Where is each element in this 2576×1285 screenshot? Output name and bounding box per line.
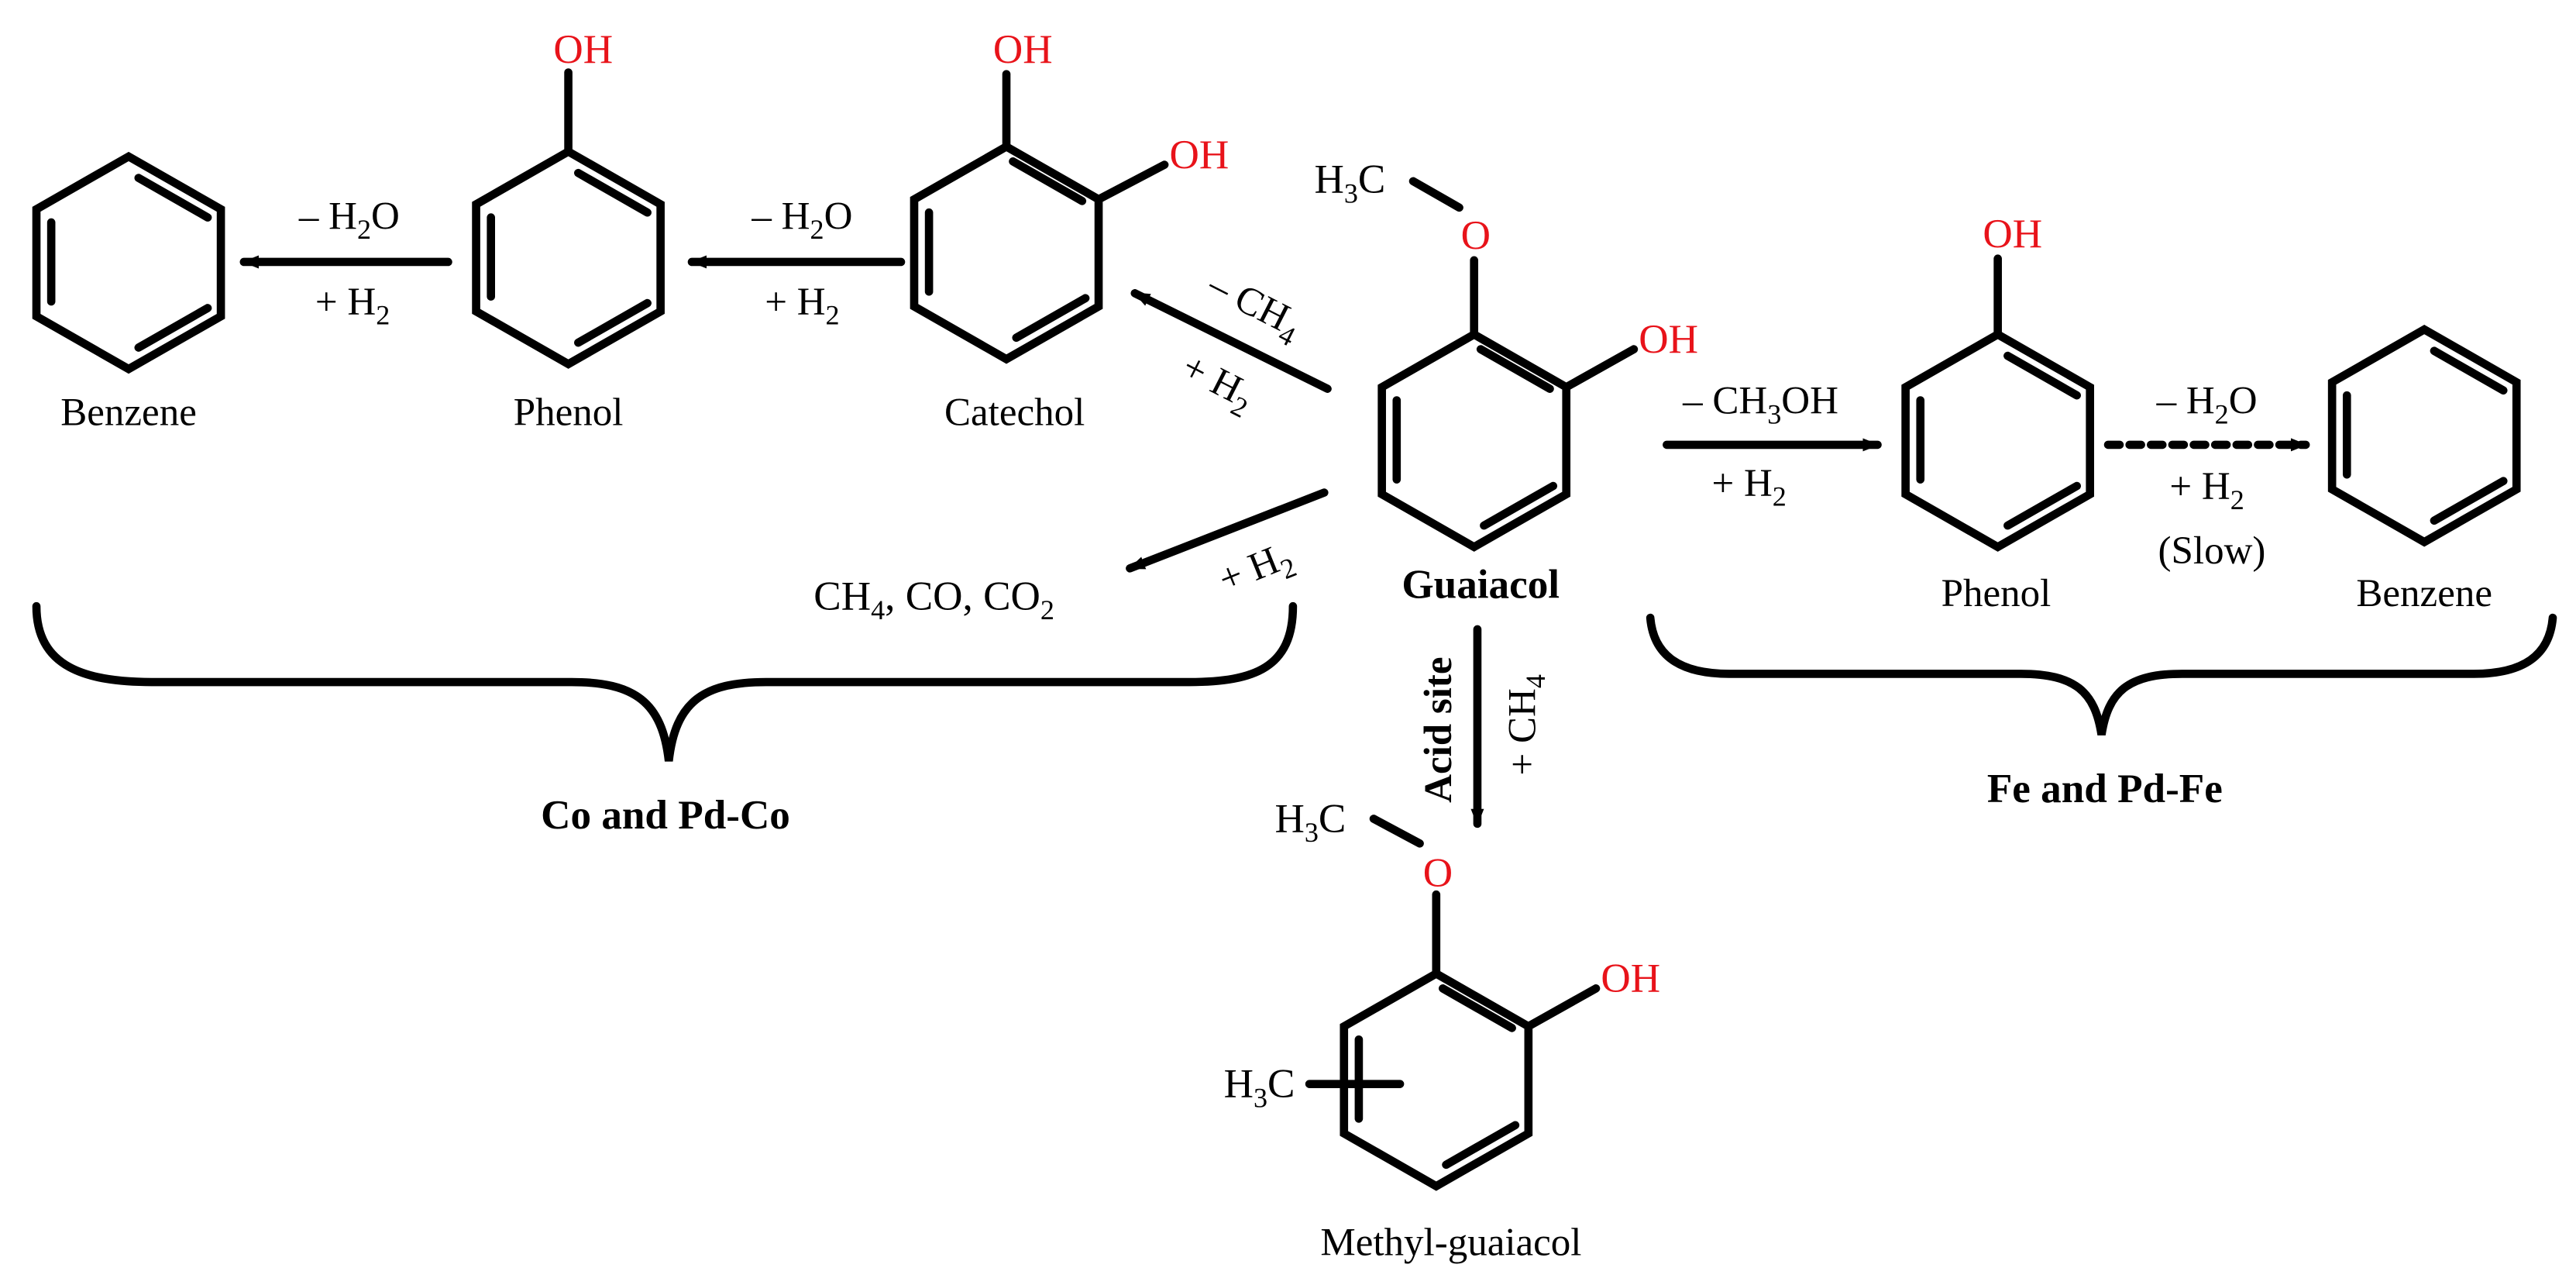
reagent-plus-h2-4: + H2: [1212, 533, 1301, 608]
guaiacol-o-label: O: [1461, 213, 1491, 258]
gases-label: CH4, CO, CO2: [813, 574, 1054, 625]
phenol-right-structure: [1901, 254, 2095, 552]
benzene-left-structure: [32, 151, 225, 374]
phenol-left-structure: [472, 68, 665, 369]
slow-label: (Slow): [2158, 529, 2266, 573]
catechol-structure: [910, 70, 1169, 364]
catechol-label: Catechol: [944, 391, 1085, 434]
reagent-minus-h2o-3: – H2O: [2156, 380, 2258, 430]
reagent-minus-h2o-2: – H2O: [751, 195, 852, 245]
benzene-left-label: Benzene: [60, 391, 197, 434]
catechol-oh-top-label: OH: [993, 27, 1053, 72]
left-group-label: Co and Pd-Co: [541, 793, 790, 838]
phenol-right-label: Phenol: [1941, 572, 2052, 615]
left-group-brace: [32, 601, 1298, 762]
methyl-guaiacol-label: Methyl-guaiacol: [1320, 1221, 1581, 1265]
reagent-plus-h2-6: + H2: [2169, 465, 2244, 515]
reagent-minus-ch4: – CH4: [1198, 263, 1309, 353]
acid-site-label: Acid site: [1417, 656, 1460, 802]
reagent-minus-h2o-1: – H2O: [298, 195, 400, 245]
guaiacol-structure: [1377, 177, 1639, 552]
benzene-right-label: Benzene: [2356, 572, 2492, 615]
guaiacol-label: Guaiacol: [1401, 563, 1560, 608]
methyl-guaiacol-h3c-top-label: H3C: [1274, 796, 1346, 848]
reagent-minus-ch3oh: – CH3OH: [1682, 380, 1838, 430]
methyl-guaiacol-oh-label: OH: [1601, 956, 1660, 1001]
reagent-plus-ch4: + CH4: [1501, 674, 1551, 775]
methyl-guaiacol-o-label: O: [1423, 851, 1453, 896]
guaiacol-h3c-label: H3C: [1315, 157, 1386, 209]
methyl-guaiacol-structure: [1305, 815, 1601, 1191]
phenol-left-label: Phenol: [514, 391, 624, 434]
methyl-guaiacol-h3c-side-label: H3C: [1224, 1062, 1295, 1114]
catechol-oh-side-label: OH: [1169, 133, 1229, 177]
arrow-guaiacol-to-gases: [1126, 488, 1329, 573]
guaiacol-oh-label: OH: [1639, 317, 1698, 362]
benzene-right-structure: [2327, 325, 2521, 547]
reagent-plus-h2-5: + H2: [1711, 462, 1786, 512]
right-group-brace: [1646, 613, 2557, 736]
arrow-guaiacol-to-catechol: [1130, 289, 1332, 393]
phenol-right-oh-label: OH: [1983, 212, 2042, 257]
right-group-label: Fe and Pd-Fe: [1987, 767, 2223, 811]
reagent-plus-h2-3: + H2: [1172, 345, 1261, 423]
reagent-plus-h2-2: + H2: [765, 281, 839, 331]
phenol-left-oh-label: OH: [553, 27, 613, 72]
reagent-plus-h2-1: + H2: [315, 281, 390, 331]
